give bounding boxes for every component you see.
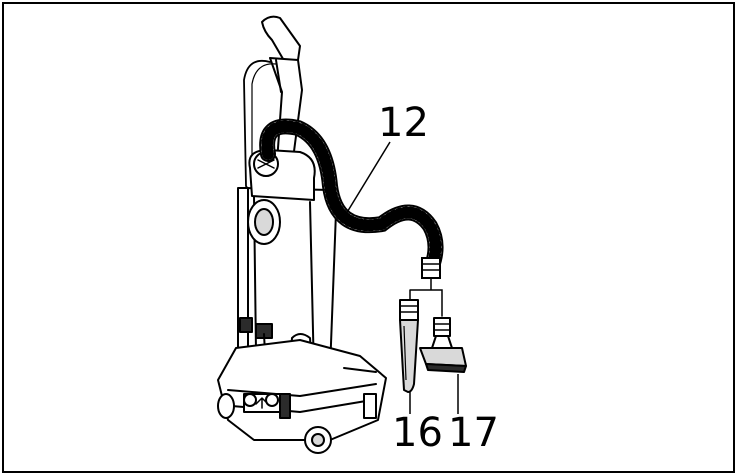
power-cord (243, 59, 271, 197)
vacuum-cleaner (217, 15, 387, 454)
connector-lines (409, 277, 443, 317)
callout-17: 17 (448, 410, 499, 456)
callout-12: 12 (378, 100, 429, 146)
hose (259, 118, 444, 317)
leader-12 (345, 141, 391, 215)
hose-end (421, 257, 441, 279)
leader-lines (345, 141, 459, 414)
crevice-tool (399, 299, 419, 393)
floor-base (217, 339, 387, 441)
callout-16: 16 (392, 410, 443, 456)
upholstery-tool (419, 317, 467, 373)
wheel-rear (217, 393, 235, 419)
